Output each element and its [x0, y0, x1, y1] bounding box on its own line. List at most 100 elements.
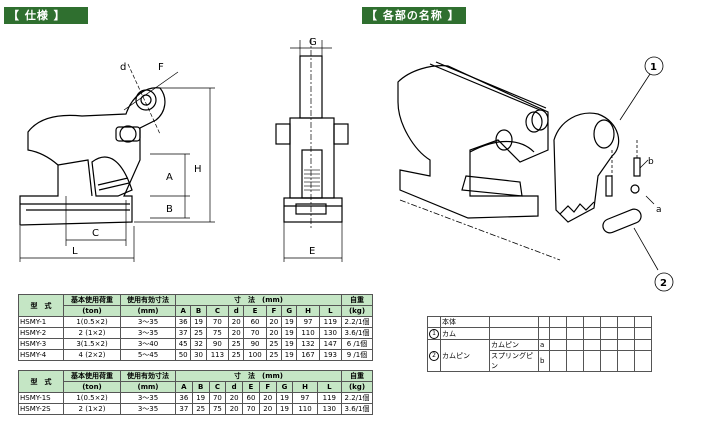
- cell-E: 90: [243, 338, 267, 350]
- cell-range: 5〜45: [120, 349, 176, 361]
- callout-a-label: a: [656, 205, 662, 215]
- spec-table: 型 式 基本使用荷重 使用有効寸法 寸 法 (mm) 自重 (ton) (mm)…: [18, 294, 373, 361]
- cell-L: 119: [318, 316, 343, 328]
- spec-header-range: 使用有効寸法: [120, 370, 176, 382]
- cell-C: 113: [205, 349, 230, 361]
- cell-L: 130: [318, 327, 343, 339]
- cell-F: 20: [265, 327, 283, 339]
- part-number-2: 2: [429, 351, 439, 361]
- cell-B: 30: [190, 349, 207, 361]
- table-row: HSMY-2 2 (1×2) 3〜35 37 25 75 20 70 20 19…: [18, 327, 373, 339]
- spec-header-weight: 自重: [341, 370, 373, 382]
- cell-B: 25: [190, 327, 207, 339]
- spec-col-B: B: [190, 305, 207, 317]
- spec-header-dims: 寸 法 (mm): [175, 294, 342, 306]
- cell-L: 193: [318, 349, 343, 361]
- cell-G: 19: [281, 338, 298, 350]
- cell-d: 25: [228, 338, 245, 350]
- cell-H: 97: [292, 392, 318, 404]
- cell-H: 110: [292, 403, 318, 415]
- spec-col-H: H: [292, 381, 318, 393]
- part-number-1: 1: [429, 329, 439, 339]
- cell-A: 50: [174, 349, 192, 361]
- spec-col-A: A: [174, 305, 192, 317]
- spec-col-B: B: [191, 381, 210, 393]
- spec-header-range-unit: (mm): [120, 305, 176, 317]
- cell-load: 2 (1×2): [63, 327, 121, 339]
- spec-header-weight-unit: (kg): [341, 381, 373, 393]
- cell-H: 97: [296, 316, 320, 328]
- dim-label-G: G: [309, 37, 317, 48]
- cell-range: 3〜35: [120, 392, 176, 404]
- cell-C: 75: [205, 327, 230, 339]
- spec-header-dims: 寸 法 (mm): [175, 370, 342, 382]
- cell-weight: 2.2/1個: [341, 316, 373, 328]
- cell-G: 19: [281, 349, 298, 361]
- dim-label-E: E: [309, 246, 315, 257]
- dim-label-A: A: [166, 172, 173, 183]
- cell-G: 19: [281, 316, 298, 328]
- cell-load: 1(0.5×2): [63, 392, 121, 404]
- cell-load: 3(1.5×2): [63, 338, 121, 350]
- table-row: HSMY-1 1(0.5×2) 3〜35 36 19 70 20 60 20 1…: [18, 316, 373, 328]
- dim-label-H: H: [194, 164, 202, 175]
- cell-L: 130: [316, 403, 343, 415]
- isometric-clamp-drawing: [397, 61, 642, 234]
- cell-d: 20: [228, 327, 245, 339]
- dim-label-L: L: [72, 246, 78, 257]
- spec-table-s: 型 式 基本使用荷重 使用有効寸法 寸 法 (mm) 自重 (ton) (mm)…: [18, 370, 373, 415]
- cell-E: 60: [242, 392, 260, 404]
- dim-label-C: C: [92, 228, 99, 239]
- dim-label-F: F: [158, 62, 164, 73]
- part-label-springpin: スプリングピン: [489, 350, 539, 372]
- cell-F: 20: [265, 316, 283, 328]
- cell-C: 70: [208, 392, 227, 404]
- callout-1-label: 1: [650, 62, 657, 73]
- cell-E: 100: [243, 349, 267, 361]
- cell-B: 25: [191, 403, 210, 415]
- spec-col-L: L: [318, 305, 343, 317]
- spec-header-load: 基本使用荷重: [63, 294, 121, 306]
- cell-E: 70: [242, 403, 260, 415]
- parts-section-header: 【 各部の名称 】: [362, 7, 466, 24]
- cell-A: 37: [175, 403, 193, 415]
- cell-F: 20: [258, 392, 277, 404]
- front-view-dimension-lines: [283, 38, 343, 262]
- spec-header-load-unit: (ton): [63, 305, 121, 317]
- cell-L: 119: [316, 392, 343, 404]
- cell-H: 132: [296, 338, 320, 350]
- spec-col-L: L: [316, 381, 343, 393]
- spec-col-E: E: [242, 381, 260, 393]
- cell-A: 45: [174, 338, 192, 350]
- isometric-leader-lines: [399, 56, 674, 292]
- cell-C: 70: [205, 316, 230, 328]
- cell-weight: 9 /1個: [341, 349, 373, 361]
- parts-row: スプリングピン b: [428, 350, 652, 372]
- cell-G: 19: [281, 327, 298, 339]
- cell-load: 4 (2×2): [63, 349, 121, 361]
- part-sub-b: b: [538, 350, 550, 372]
- spec-col-G: G: [281, 305, 298, 317]
- cell-weight: 2.2/1個: [341, 392, 373, 404]
- parts-row: 1 カム: [427, 327, 652, 340]
- spec-header-weight: 自重: [341, 294, 373, 306]
- part-label-campin: カムピン: [489, 339, 539, 351]
- cell-d: 20: [225, 392, 244, 404]
- cell-range: 3〜35: [120, 403, 176, 415]
- cell-weight: 3.6/1個: [341, 327, 373, 339]
- front-view-clamp-drawing: [275, 55, 349, 223]
- spec-col-d: d: [228, 305, 245, 317]
- table-row: HSMY-3 3(1.5×2) 3〜40 45 32 90 25 90 25 1…: [18, 338, 373, 350]
- cell-d: 25: [228, 349, 245, 361]
- cell-G: 19: [275, 403, 294, 415]
- cell-F: 25: [265, 338, 283, 350]
- cell-H: 110: [296, 327, 320, 339]
- cell-d: 20: [228, 316, 245, 328]
- cell-E: 60: [243, 316, 267, 328]
- spec-col-G: G: [275, 381, 294, 393]
- spec-header-weight-unit: (kg): [341, 305, 373, 317]
- side-view-dimension-lines: [19, 63, 215, 262]
- cell-A: 37: [174, 327, 192, 339]
- cell-C: 75: [208, 403, 227, 415]
